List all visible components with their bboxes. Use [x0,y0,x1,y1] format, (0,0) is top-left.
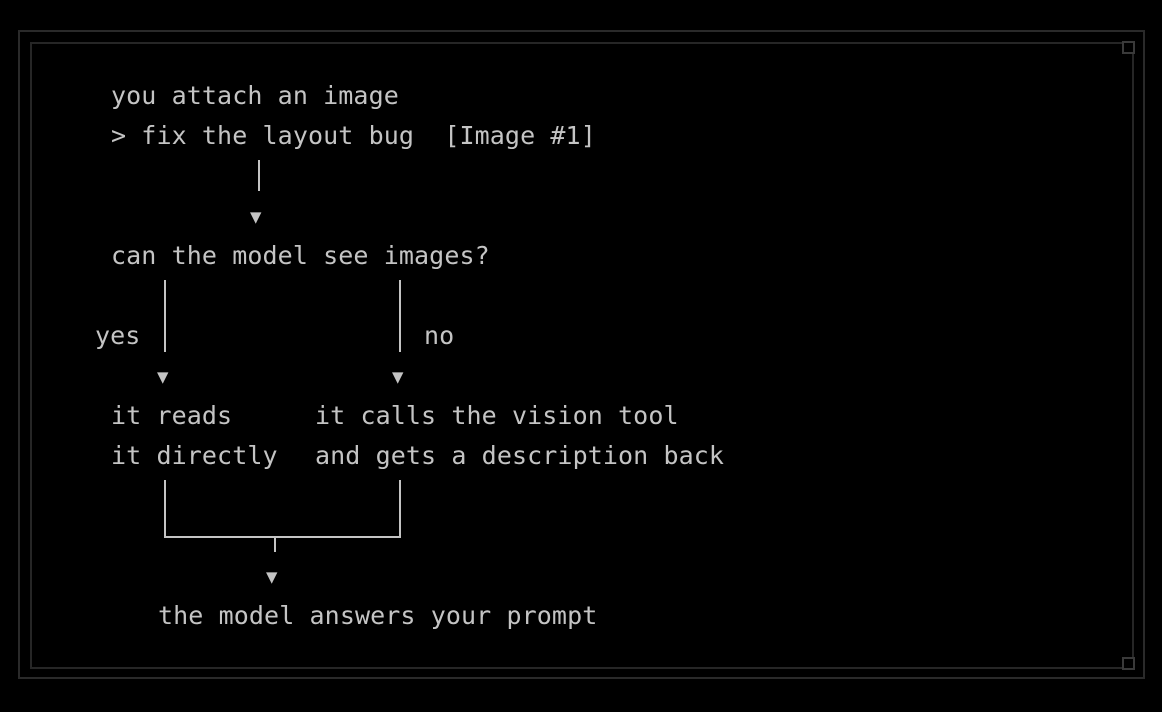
yes-result-line-2: it directly [111,441,278,470]
branch-yes-label: yes [95,321,141,350]
merge-line-no [399,480,401,538]
branch-no-label: no [424,321,455,350]
merge-line-stem [274,538,276,552]
step-attach-title: you attach an image [111,81,399,110]
no-result-line-2: and gets a description back [315,441,725,470]
inner-frame [30,42,1134,669]
final-step-text: the model answers your prompt [158,601,598,630]
yes-result-line-1: it reads [111,401,233,430]
arrow-down-icon: ▼ [157,366,169,388]
branch-line-yes [164,280,166,352]
arrow-down-icon: ▼ [392,366,404,388]
corner-handle-top-right [1122,41,1135,54]
connector-line-1 [258,160,260,191]
corner-handle-bottom-right [1122,657,1135,670]
merge-line-horizontal [164,536,401,538]
arrow-down-icon: ▼ [250,206,262,228]
step-attach-prompt: > fix the layout bug [Image #1] [111,121,596,150]
arrow-down-icon: ▼ [266,566,278,588]
no-result-line-1: it calls the vision tool [315,401,679,430]
branch-line-no [399,280,401,352]
merge-line-yes [164,480,166,538]
question-text: can the model see images? [111,241,490,270]
outer-frame [18,30,1145,679]
